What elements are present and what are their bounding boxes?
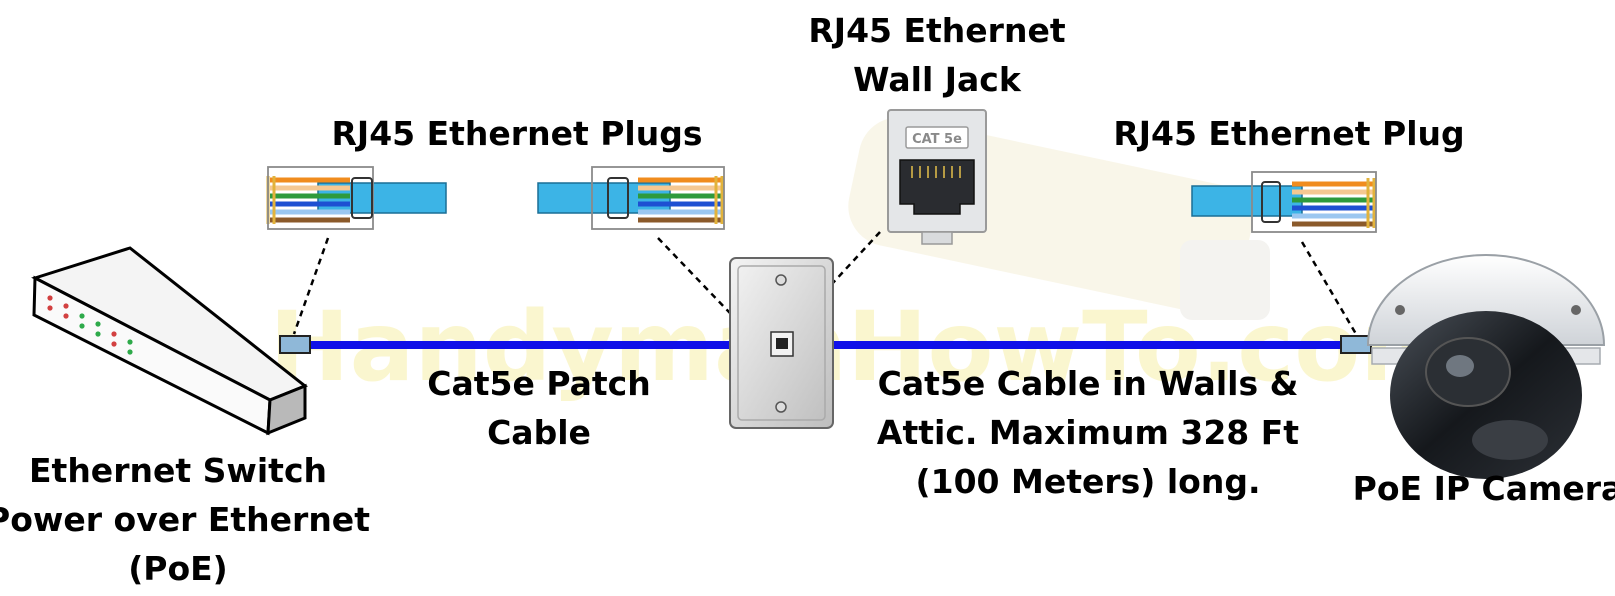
label-rj45-plugs: RJ45 Ethernet Plugs xyxy=(331,114,703,153)
label-rj45-plug: RJ45 Ethernet Plug xyxy=(1113,114,1465,153)
label-patch-cable: Cat5e Patch Cable xyxy=(427,364,651,452)
wall-jack-keystone-icon: CAT 5e xyxy=(887,109,987,245)
rj45-plug-left-icon xyxy=(266,166,447,230)
rj45-plug-right-icon xyxy=(1191,171,1377,233)
label-ip-camera: PoE IP Camera xyxy=(1352,469,1615,508)
rj45-plug-middle-icon xyxy=(537,166,725,230)
ip-camera-icon xyxy=(1366,254,1606,479)
jack-badge-text: CAT 5e xyxy=(912,132,962,147)
connector-marker-switch xyxy=(279,335,311,354)
label-wall-cable: Cat5e Cable in Walls & Attic. Maximum 32… xyxy=(876,364,1300,501)
wall-plate-icon xyxy=(729,257,834,429)
connector-marker-camera xyxy=(1340,335,1372,354)
label-wall-jack: RJ45 Ethernet Wall Jack xyxy=(808,11,1066,99)
ethernet-switch-icon xyxy=(31,246,308,436)
label-ethernet-switch: Ethernet Switch Power over Ethernet (PoE… xyxy=(0,451,370,588)
